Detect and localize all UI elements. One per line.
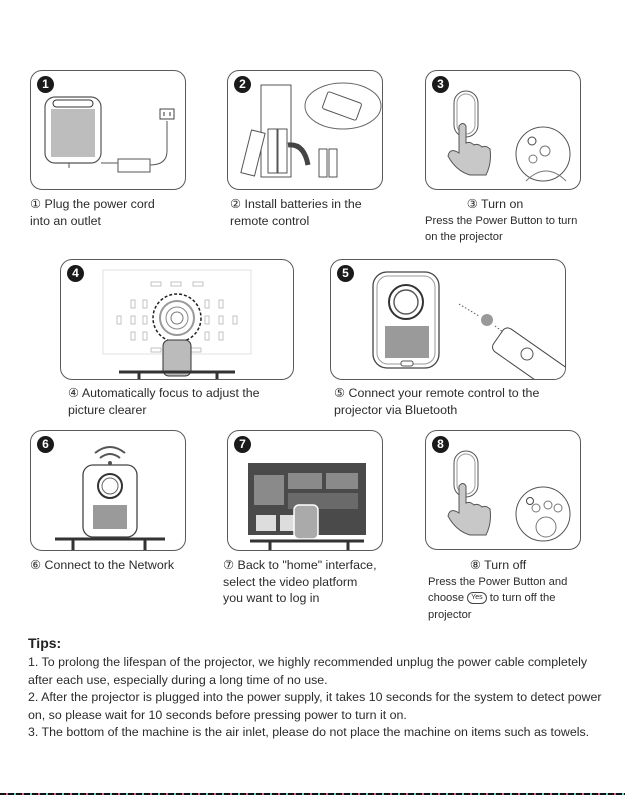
caption-line: choose Yes to turn off the: [428, 590, 598, 607]
step-6-panel: 6: [30, 430, 186, 551]
step-number-badge: 5: [337, 265, 354, 282]
caption-title: ⑧ Turn off: [469, 558, 527, 572]
step-number-badge: 7: [234, 436, 251, 453]
caption-line: ② Install batteries in the: [230, 197, 362, 211]
caption-line: on the projector: [425, 231, 503, 243]
caption-line: select the video platform: [223, 574, 358, 589]
step-5-panel: 5: [330, 259, 566, 380]
bluetooth-remote-icon: [372, 271, 565, 379]
caption-line: ⑥ Connect to the Network: [30, 558, 175, 572]
step-8-panel: 8: [425, 430, 581, 550]
caption-line: ⑤ Connect your remote control to the: [334, 386, 540, 400]
caption-line: ① Plug the power cord: [30, 197, 155, 211]
projector-plug-icon: [44, 96, 175, 173]
caption-text: choose: [428, 592, 465, 604]
tip-item: 1. To prolong the lifespan of the projec…: [28, 655, 588, 687]
step-2-caption: ② Install batteries in the remote contro…: [230, 196, 410, 229]
step-6-caption: ⑥ Connect to the Network: [30, 557, 220, 574]
step-4-caption: ④ Automatically focus to adjust the pict…: [68, 385, 308, 418]
home-interface-icon: [248, 463, 366, 550]
step-1-panel: 1: [30, 70, 186, 190]
caption-line: ④ Automatically focus to adjust the: [68, 386, 260, 400]
step-7-caption: ⑦ Back to "home" interface, select the v…: [223, 557, 413, 607]
caption-line: ⑦ Back to "home" interface,: [223, 558, 377, 572]
battery-install-icon: [240, 82, 382, 178]
step-number-badge: 6: [37, 436, 54, 453]
caption-line: projector via Bluetooth: [334, 402, 458, 417]
tip-item: 2. After the projector is plugged into t…: [28, 690, 602, 722]
autofocus-icon: [102, 269, 252, 379]
caption-line: into an outlet: [30, 213, 101, 228]
tips-list: 1. To prolong the lifespan of the projec…: [28, 654, 603, 742]
step-number-badge: 3: [432, 76, 449, 93]
caption-line: you want to log in: [223, 591, 320, 605]
caption-line: picture clearer: [68, 402, 147, 417]
caption-line: projector: [428, 608, 472, 621]
step-number-badge: 2: [234, 76, 251, 93]
step-number-badge: 1: [37, 76, 54, 93]
power-press-icon: [447, 90, 571, 182]
step-3-caption: ③ Turn on Press the Power Button to turn…: [425, 196, 595, 246]
step-1-caption: ① Plug the power cord into an outlet: [30, 196, 210, 229]
step-7-panel: 7: [227, 430, 383, 551]
caption-text: to turn off the: [489, 592, 556, 604]
step-3-panel: 3: [425, 70, 581, 190]
step-number-badge: 4: [67, 265, 84, 282]
step-4-panel: 4: [60, 259, 294, 380]
tips-heading: Tips:: [28, 635, 62, 651]
caption-line: remote control: [230, 213, 310, 228]
wifi-projector-icon: [55, 446, 165, 550]
caption-line: Press the Power Button and: [428, 575, 568, 588]
caption-line: Press the Power Button to turn: [425, 214, 578, 227]
step-5-caption: ⑤ Connect your remote control to the pro…: [334, 385, 594, 418]
page-bottom-border: [0, 793, 625, 795]
power-off-icon: [447, 450, 571, 542]
step-8-caption: ⑧ Turn off Press the Power Button and ch…: [428, 557, 598, 623]
step-2-panel: 2: [227, 70, 383, 190]
tip-item: 3. The bottom of the machine is the air …: [28, 725, 590, 739]
caption-title: ③ Turn on: [466, 197, 524, 211]
step-number-badge: 8: [432, 436, 449, 453]
yes-button-icon: Yes: [467, 592, 487, 605]
